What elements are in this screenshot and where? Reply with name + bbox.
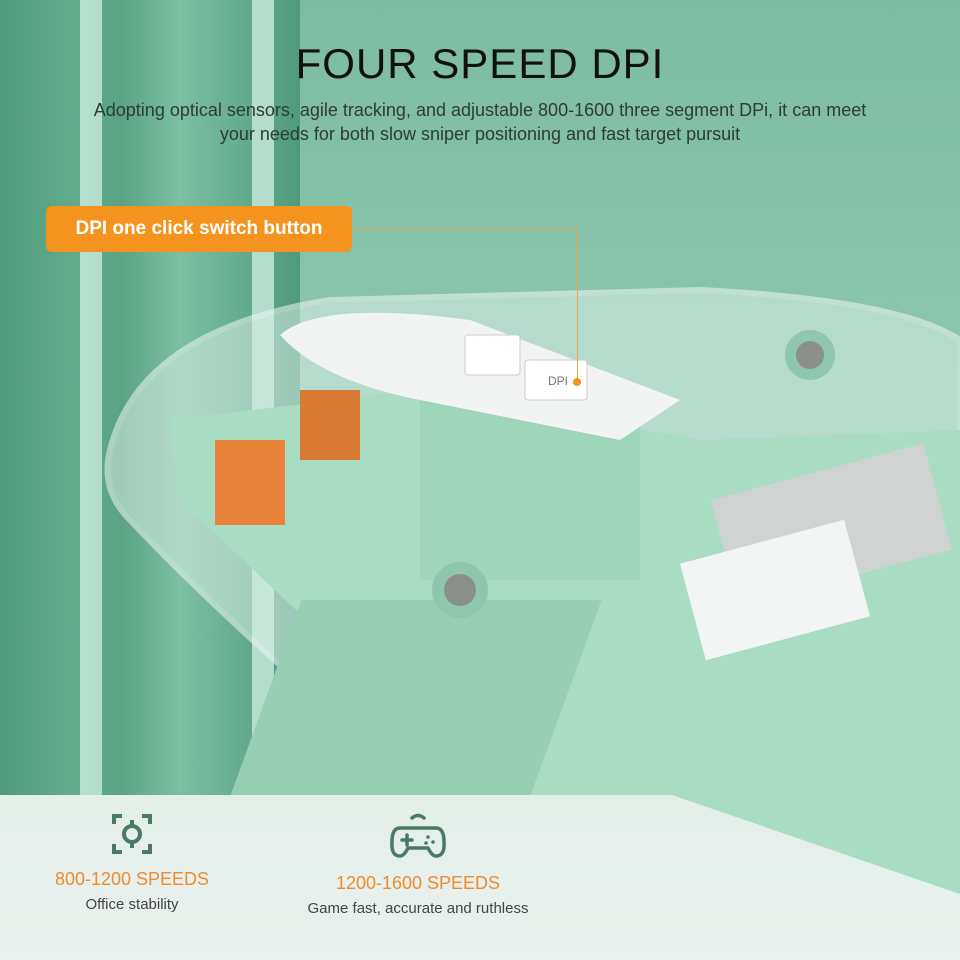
feature-subtitle: Office stability — [85, 896, 179, 913]
callout-leader-line — [577, 228, 578, 378]
callout-pointer-dot — [573, 378, 581, 386]
callout-leader-line — [352, 228, 578, 229]
feature-subtitle: Game fast, accurate and ruthless — [307, 900, 529, 917]
description: Adopting optical sensors, agile tracking… — [93, 100, 867, 144]
dpi-switch-callout: DPI one click switch button — [46, 206, 352, 252]
feature-title: 1200-1600 SPEEDS — [335, 873, 501, 893]
background-stripe — [80, 0, 102, 800]
gamepad-icon — [390, 813, 446, 858]
feature-gaming: 1200-1600 SPEEDS Game fast, accurate and… — [268, 812, 568, 917]
dpi-button-label: DPI — [548, 374, 568, 388]
feature-office: 800-1200 SPEEDS Office stability — [22, 812, 242, 913]
feature-title: 800-1200 SPEEDS — [54, 869, 210, 889]
target-icon — [112, 814, 152, 854]
page-title: FOUR SPEED DPI — [295, 40, 665, 87]
